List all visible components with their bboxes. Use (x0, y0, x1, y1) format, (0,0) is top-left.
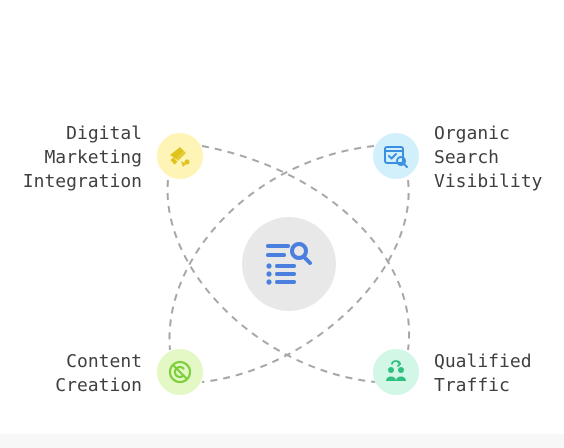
footer-band (0, 434, 564, 448)
connector-digital-to-traffic-return (166, 179, 376, 383)
label-line: Search (434, 147, 500, 168)
label-qualified-traffic: Qualified Traffic (434, 350, 532, 398)
label-line: Integration (22, 171, 142, 192)
label-line: Digital (66, 123, 142, 144)
node-digital-marketing (157, 133, 203, 179)
user-group-icon (386, 360, 406, 381)
node-organic-search (373, 133, 419, 179)
label-digital-marketing: Digital Marketing Integration (23, 122, 142, 194)
node-qualified-traffic (373, 349, 419, 395)
label-content-creation: Content Creation (55, 350, 142, 398)
central-hub (242, 217, 336, 311)
node-content-creation (157, 349, 203, 395)
label-line: Qualified (434, 351, 532, 372)
no-copyright-icon (168, 360, 192, 384)
label-line: Creation (55, 375, 142, 396)
connector-organic-to-content-return (168, 145, 375, 351)
label-line: Marketing (44, 147, 142, 168)
megaphone-icon (170, 147, 190, 167)
label-line: Content (66, 351, 142, 372)
label-line: Organic (434, 123, 510, 144)
browser-search-icon (384, 146, 408, 168)
label-line: Traffic (434, 375, 510, 396)
label-organic-search: Organic Search Visibility (434, 122, 542, 194)
label-line: Visibility (434, 171, 543, 192)
search-document-icon (266, 242, 312, 285)
connector-organic-to-content (201, 179, 410, 383)
